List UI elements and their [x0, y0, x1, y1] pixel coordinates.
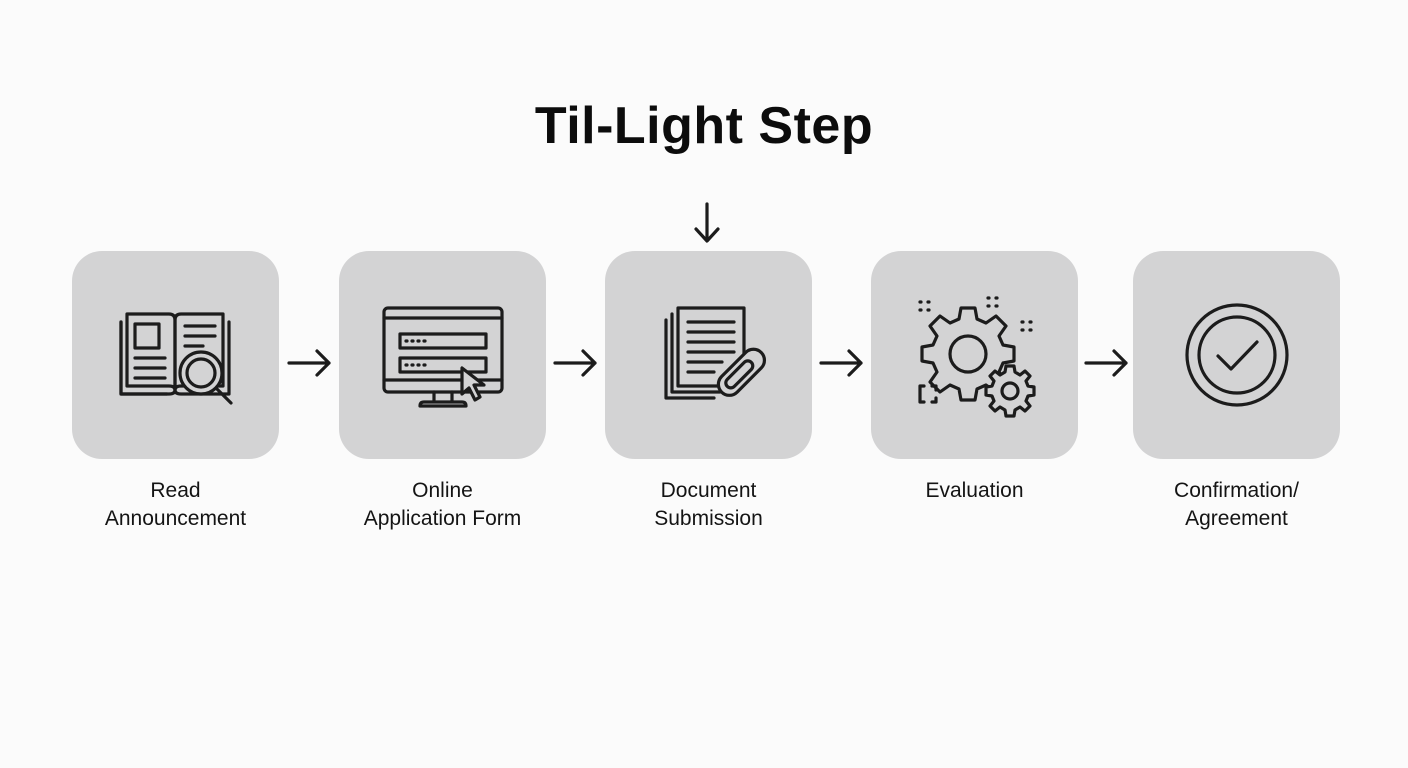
step-read-announcement: Read Announcement	[72, 251, 279, 530]
step-confirmation-agreement: Confirmation/ Agreement	[1133, 251, 1340, 530]
step-tile	[871, 251, 1078, 459]
flow-arrow-icon	[819, 349, 863, 377]
step-tile	[72, 251, 279, 459]
current-step-arrow-icon	[694, 202, 720, 243]
document-clip-icon	[663, 306, 766, 400]
step-label: Online Application Form	[363, 479, 522, 530]
diagram-title: Til-Light Step	[534, 97, 874, 155]
flow-arrow-icon	[553, 349, 597, 377]
step-tile	[605, 251, 812, 459]
step-label: Evaluation	[925, 479, 1024, 502]
step-label: Document Submission	[654, 479, 763, 530]
gears-icon	[917, 296, 1036, 418]
step-tile	[339, 251, 546, 459]
step-label: Confirmation/ Agreement	[1174, 479, 1299, 530]
flow-arrow-icon	[287, 349, 331, 377]
monitor-form-icon	[381, 306, 504, 408]
book-magnifier-icon	[118, 312, 233, 405]
step-evaluation: Evaluation	[871, 251, 1078, 502]
step-online-application-form: Online Application Form	[339, 251, 546, 530]
check-circle-icon	[1184, 303, 1289, 407]
step-document-submission: Document Submission	[605, 251, 812, 530]
step-tile	[1133, 251, 1340, 459]
step-label: Read Announcement	[104, 479, 247, 530]
flow-arrow-icon	[1084, 349, 1128, 377]
